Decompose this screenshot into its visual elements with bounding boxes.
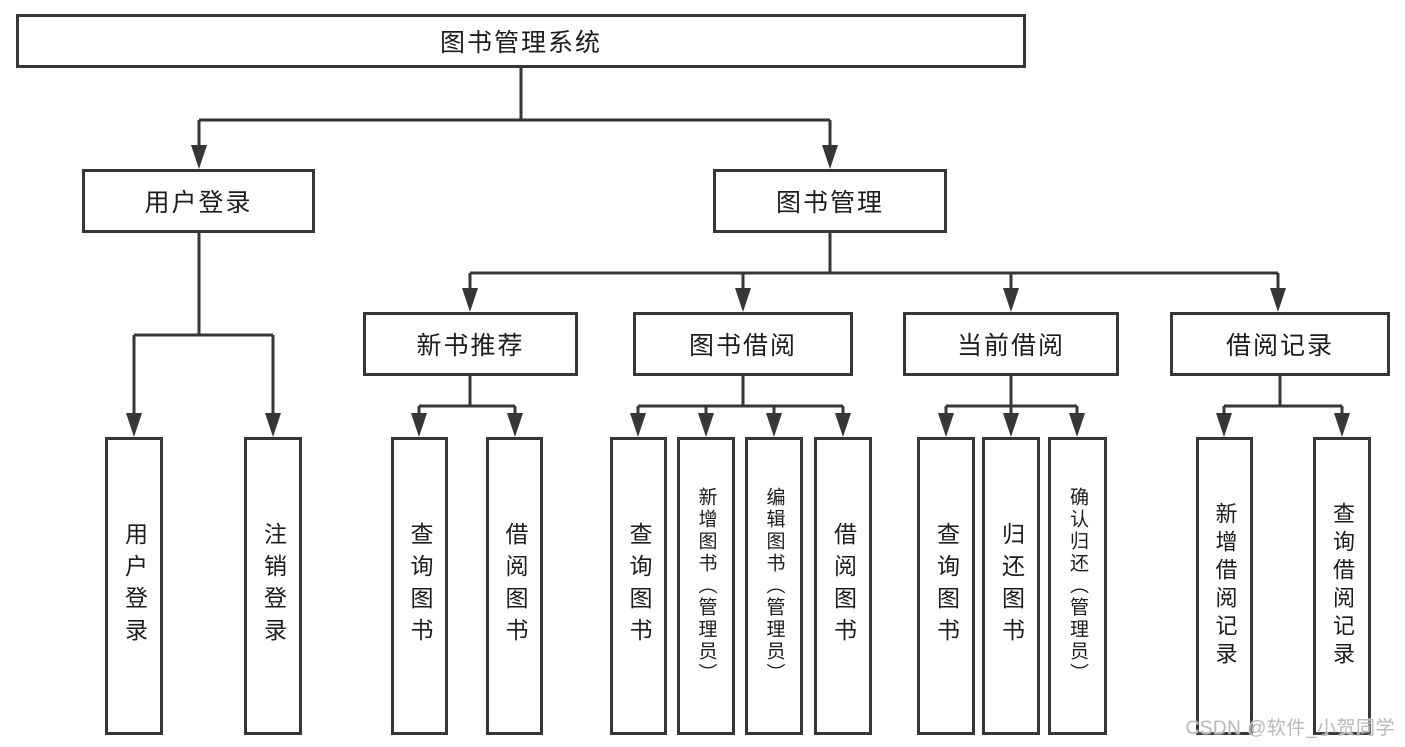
node-label: 用户登录	[144, 189, 253, 217]
node-user-login: 用户登录	[82, 169, 315, 233]
node-label: 图书借阅	[688, 332, 797, 360]
node-new-book-recommend: 新书推荐	[363, 312, 578, 376]
node-library-system: 图书管理系统	[16, 14, 1026, 68]
node-label: 借阅图书	[502, 522, 528, 650]
node-label: 借阅记录	[1225, 332, 1334, 360]
node-label: 归还图书	[998, 522, 1025, 650]
node-label: 确认归还（管理员）	[1067, 487, 1088, 685]
node-label: 查询图书	[626, 522, 652, 650]
node-edit-book-admin: 编辑图书（管理员）	[745, 437, 803, 735]
node-book-borrowing: 图书借阅	[633, 312, 853, 376]
node-label: 用户登录	[121, 522, 148, 650]
node-borrow-books-recommend: 借阅图书	[486, 437, 543, 735]
watermark: CSDN @软件_小贺同学	[1185, 718, 1395, 739]
node-label: 借阅图书	[830, 522, 857, 650]
node-label: 新书推荐	[416, 332, 525, 360]
node-add-book-admin: 新增图书（管理员）	[677, 437, 735, 735]
node-label: 图书管理	[775, 189, 884, 217]
node-label: 新增图书（管理员）	[695, 487, 717, 685]
node-label: 注销登录	[260, 522, 287, 650]
node-label: 查询借阅记录	[1330, 502, 1355, 670]
node-label: 查询图书	[407, 522, 433, 650]
node-user-login-action: 用户登录	[105, 437, 163, 735]
node-borrow-books: 借阅图书	[814, 437, 872, 735]
node-borrow-records: 借阅记录	[1170, 312, 1390, 376]
node-current-borrowing: 当前借阅	[903, 312, 1119, 376]
node-label: 图书管理系统	[439, 29, 602, 57]
node-logout-action: 注销登录	[244, 437, 302, 735]
node-label: 查询图书	[933, 522, 960, 650]
node-add-borrow-record: 新增借阅记录	[1196, 437, 1253, 735]
node-label: 新增借阅记录	[1212, 502, 1238, 670]
node-confirm-return-admin: 确认归还（管理员）	[1048, 437, 1107, 735]
node-query-borrow-record: 查询借阅记录	[1313, 437, 1371, 735]
node-label: 当前借阅	[956, 332, 1065, 360]
node-book-management: 图书管理	[713, 169, 947, 233]
node-label: 编辑图书（管理员）	[763, 487, 785, 685]
node-return-book: 归还图书	[982, 437, 1040, 735]
node-query-books-current: 查询图书	[917, 437, 975, 735]
node-query-books-recommend: 查询图书	[391, 437, 448, 735]
node-query-books-borrow: 查询图书	[610, 437, 667, 735]
